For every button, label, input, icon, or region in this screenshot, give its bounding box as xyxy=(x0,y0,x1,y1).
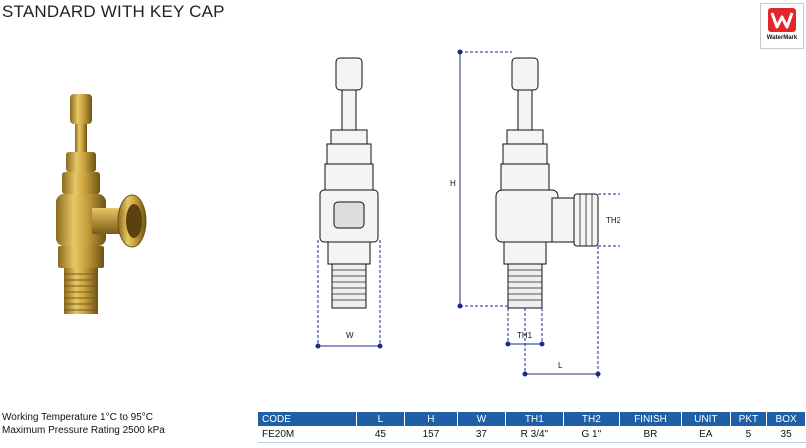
cell-code: FE20M xyxy=(258,426,357,443)
col-header-th1: TH1 xyxy=(505,412,564,426)
dim-label-w: W xyxy=(346,331,354,340)
col-header-code: CODE xyxy=(258,412,357,426)
dim-label-l: L xyxy=(558,361,563,370)
watermark-logo: WaterMark xyxy=(760,3,804,49)
col-header-l: L xyxy=(356,412,405,426)
front-view xyxy=(319,57,379,309)
col-header-h: H xyxy=(404,412,458,426)
side-view xyxy=(495,57,599,309)
watermark-w-icon xyxy=(768,8,796,32)
cell-pkt: 5 xyxy=(730,426,767,443)
col-header-w: W xyxy=(457,412,506,426)
col-header-th2: TH2 xyxy=(563,412,620,426)
cell-l: 45 xyxy=(356,426,405,443)
dim-label-th2: TH2 xyxy=(606,216,620,225)
product-spec-table: CODE L H W TH1 TH2 FINISH UNIT PKT BOX F… xyxy=(258,412,806,443)
cell-unit: EA xyxy=(681,426,731,443)
col-header-unit: UNIT xyxy=(681,412,731,426)
table-header-row: CODE L H W TH1 TH2 FINISH UNIT PKT BOX xyxy=(258,412,806,426)
product-photo xyxy=(56,94,147,314)
col-header-pkt: PKT xyxy=(730,412,768,426)
col-header-finish: FINISH xyxy=(619,412,683,426)
spec-max-pressure: Maximum Pressure Rating 2500 kPa xyxy=(2,425,165,436)
watermark-logo-text: WaterMark xyxy=(766,35,798,41)
dim-label-h: H xyxy=(450,179,456,188)
cell-h: 157 xyxy=(404,426,458,443)
cell-w: 37 xyxy=(457,426,506,443)
dim-label-th1: TH1 xyxy=(517,331,533,340)
technical-drawing: W H TH1 TH2 L xyxy=(315,49,620,378)
cell-th1: R 3/4" xyxy=(505,426,564,443)
cell-th2: G 1" xyxy=(563,426,620,443)
cell-finish: BR xyxy=(619,426,682,443)
spec-working-temperature: Working Temperature 1°C to 95°C xyxy=(2,412,154,423)
page-title: STANDARD WITH KEY CAP xyxy=(2,2,225,21)
table-row: FE20M 45 157 37 R 3/4" G 1" BR EA 5 35 xyxy=(258,426,806,443)
col-header-box: BOX xyxy=(766,412,806,426)
cell-box: 35 xyxy=(766,426,806,443)
